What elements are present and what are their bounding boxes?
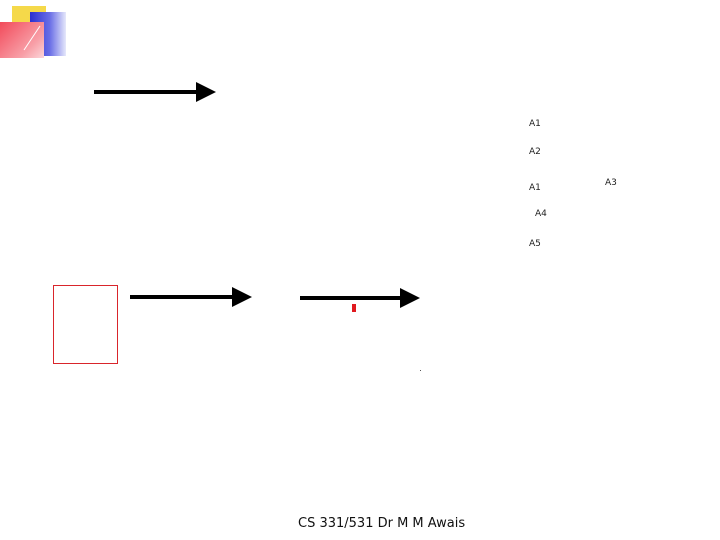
red-mark: [352, 304, 356, 312]
label-a5: A5: [529, 239, 541, 249]
slide-footer: CS 331/531 Dr M M Awais: [298, 516, 466, 531]
arrow-top: [94, 82, 216, 102]
red-outline-box: [53, 285, 118, 364]
label-a3: A3: [605, 178, 617, 188]
label-a2: A2: [529, 147, 541, 157]
label-a4: A4: [535, 209, 547, 219]
label-a1-mid: A1: [529, 183, 541, 193]
logo-square-red: [0, 22, 44, 58]
logo-slash: [23, 25, 41, 51]
arrow-middle-right: [300, 288, 420, 308]
small-dot: [420, 370, 421, 371]
arrow-middle-left: [130, 287, 252, 307]
label-a1-top: A1: [529, 119, 541, 129]
